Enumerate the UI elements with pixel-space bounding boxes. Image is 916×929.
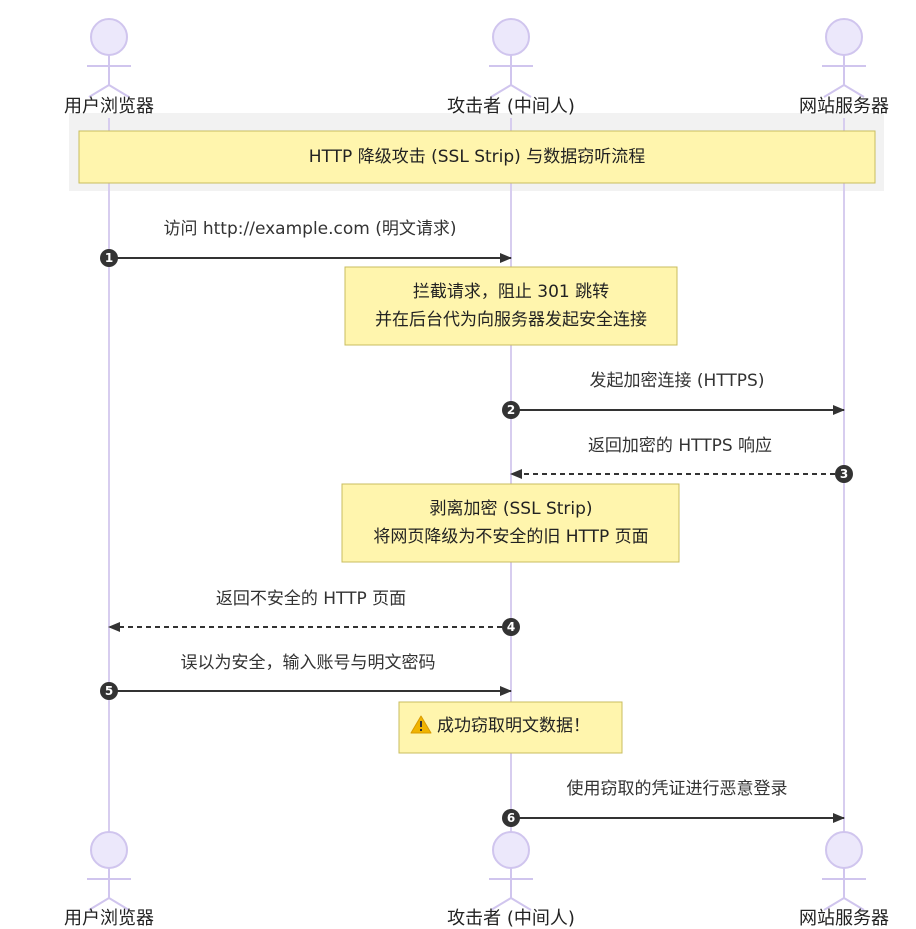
message-3: 返回加密的 HTTPS 响应 3 — [510, 436, 853, 483]
sequence-number-badge — [502, 809, 520, 827]
actor-label: 网站服务器 — [799, 96, 889, 117]
actor-attacker-bottom: 攻击者 (中间人) — [447, 831, 575, 929]
actor-head — [825, 831, 863, 869]
message-1: 访问 http://example.com (明文请求) 1 — [100, 219, 512, 267]
actor-leg-left — [823, 897, 845, 911]
sequence-number-badge — [502, 401, 520, 419]
message-5: 误以为安全，输入账号与明文密码 5 — [100, 653, 512, 700]
actor-server-top: 网站服务器 — [799, 18, 889, 117]
sequence-number-badge — [835, 465, 853, 483]
note-box — [341, 483, 680, 563]
actor-label: 用户浏览器 — [64, 96, 154, 117]
message-label: 访问 http://example.com (明文请求) — [163, 219, 456, 239]
note-intercept: 拦截请求，阻止 301 跳转 并在后台代为向服务器发起安全连接 — [344, 266, 678, 346]
message-4: 返回不安全的 HTTP 页面 4 — [108, 589, 520, 636]
sequence-number-badge — [502, 618, 520, 636]
sequence-number: 4 — [507, 620, 515, 634]
actor-leg-right — [510, 897, 532, 911]
actor-head — [90, 18, 128, 56]
note-strip: 剥离加密 (SSL Strip) 将网页降级为不安全的旧 HTTP 页面 — [341, 483, 680, 563]
message-label: 返回不安全的 HTTP 页面 — [216, 589, 406, 609]
actor-leg-left — [88, 897, 110, 911]
actor-leg-left — [490, 897, 512, 911]
note-line: 成功窃取明文数据！ — [437, 716, 590, 736]
actor-server-bottom: 网站服务器 — [799, 831, 889, 929]
message-label: 发起加密连接 (HTTPS) — [590, 371, 765, 391]
message-6: 使用窃取的凭证进行恶意登录 6 — [502, 778, 845, 827]
group-title-note — [78, 130, 876, 184]
actor-head — [492, 18, 530, 56]
actor-leg-left — [823, 84, 845, 98]
actor-leg-left — [490, 84, 512, 98]
note-line: 并在后台代为向服务器发起安全连接 — [375, 310, 647, 330]
message-2: 发起加密连接 (HTTPS) 2 — [502, 371, 845, 419]
warning-icon — [410, 715, 432, 734]
actor-head — [90, 831, 128, 869]
note-line: 拦截请求，阻止 301 跳转 — [413, 282, 609, 302]
actor-leg-right — [510, 84, 532, 98]
actor-label: 攻击者 (中间人) — [447, 908, 575, 929]
actor-label: 用户浏览器 — [64, 908, 154, 929]
actor-label: 网站服务器 — [799, 908, 889, 929]
message-label: 返回加密的 HTTPS 响应 — [588, 436, 772, 456]
sequence-number-badge — [100, 682, 118, 700]
note-box — [398, 701, 623, 754]
actor-leg-right — [108, 897, 130, 911]
group-title: HTTP 降级攻击 (SSL Strip) 与数据窃听流程 — [309, 147, 645, 167]
note-box — [344, 266, 678, 346]
actor-leg-left — [88, 84, 110, 98]
note-line: 剥离加密 (SSL Strip) — [429, 499, 592, 519]
actor-head — [492, 831, 530, 869]
sequence-number-badge — [100, 249, 118, 267]
actor-browser-bottom: 用户浏览器 — [64, 831, 154, 929]
sequence-number: 6 — [507, 811, 515, 825]
actor-label: 攻击者 (中间人) — [447, 96, 575, 117]
sequence-number: 1 — [105, 251, 113, 265]
sequence-number: 3 — [840, 467, 848, 481]
actor-attacker-top: 攻击者 (中间人) — [447, 18, 575, 117]
sequence-number: 2 — [507, 403, 515, 417]
actor-head — [825, 18, 863, 56]
note-success: 成功窃取明文数据！ — [398, 701, 623, 754]
actor-leg-right — [843, 84, 865, 98]
sequence-number: 5 — [105, 684, 113, 698]
actor-leg-right — [843, 897, 865, 911]
actor-leg-right — [108, 84, 130, 98]
message-label: 误以为安全，输入账号与明文密码 — [181, 653, 436, 673]
actor-browser-top: 用户浏览器 — [64, 18, 154, 117]
message-label: 使用窃取的凭证进行恶意登录 — [567, 778, 788, 799]
note-line: 将网页降级为不安全的旧 HTTP 页面 — [373, 527, 648, 547]
